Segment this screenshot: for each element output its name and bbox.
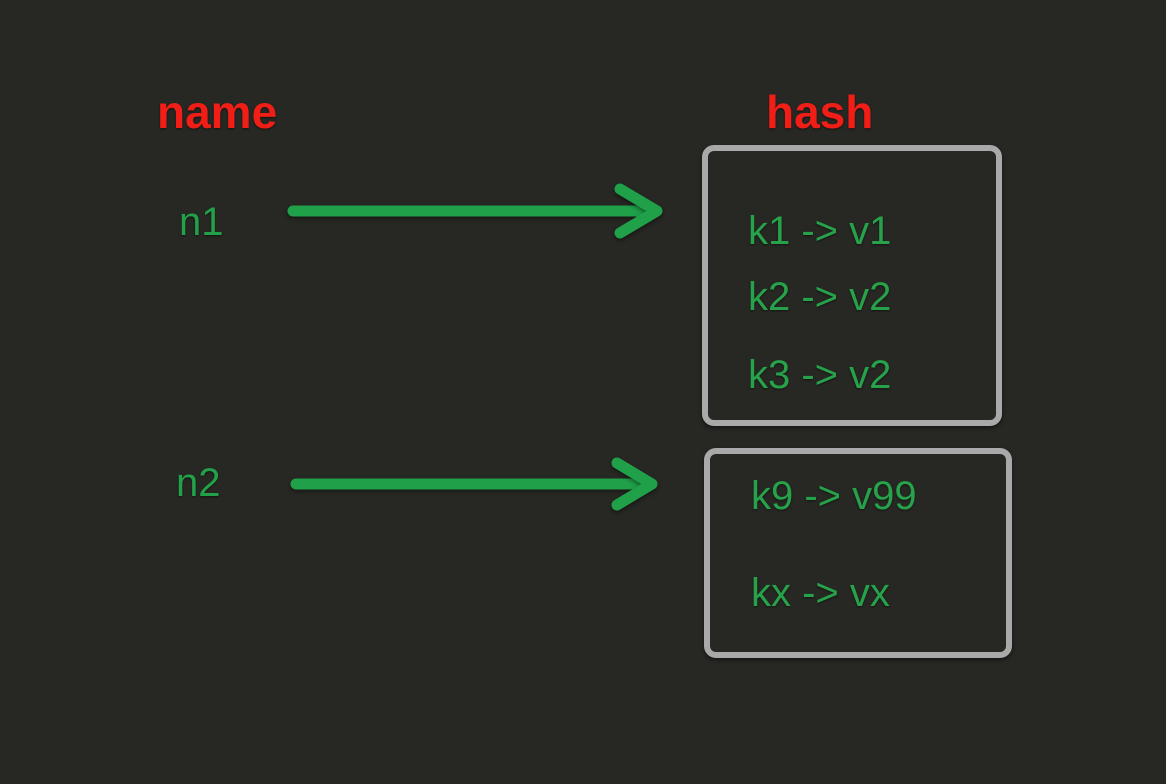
- hash-entry: k2 -> v2: [748, 275, 892, 319]
- hash-box-1: k1 -> v1 k2 -> v2 k3 -> v2: [702, 145, 1002, 426]
- hash-entry: k3 -> v2: [748, 353, 892, 397]
- arrow-n2-to-hash2: [290, 457, 658, 511]
- hash-entry: kx -> vx: [751, 571, 890, 615]
- chevron-arrowhead-icon: [611, 457, 658, 511]
- node-label-n1: n1: [179, 200, 224, 244]
- hash-entry-list: k9 -> v99 kx -> vx: [710, 454, 1006, 652]
- hash-entry: k1 -> v1: [748, 209, 892, 253]
- hash-box-2: k9 -> v99 kx -> vx: [704, 448, 1012, 658]
- arrow-n1-to-hash1: [287, 183, 663, 239]
- chevron-arrowhead-icon: [614, 183, 663, 239]
- node-label-n2: n2: [176, 461, 221, 505]
- hash-entry: k9 -> v99: [751, 474, 917, 518]
- hash-entry-list: k1 -> v1 k2 -> v2 k3 -> v2: [708, 151, 996, 420]
- column-title-hash: hash: [766, 86, 874, 138]
- column-title-name: name: [157, 86, 278, 138]
